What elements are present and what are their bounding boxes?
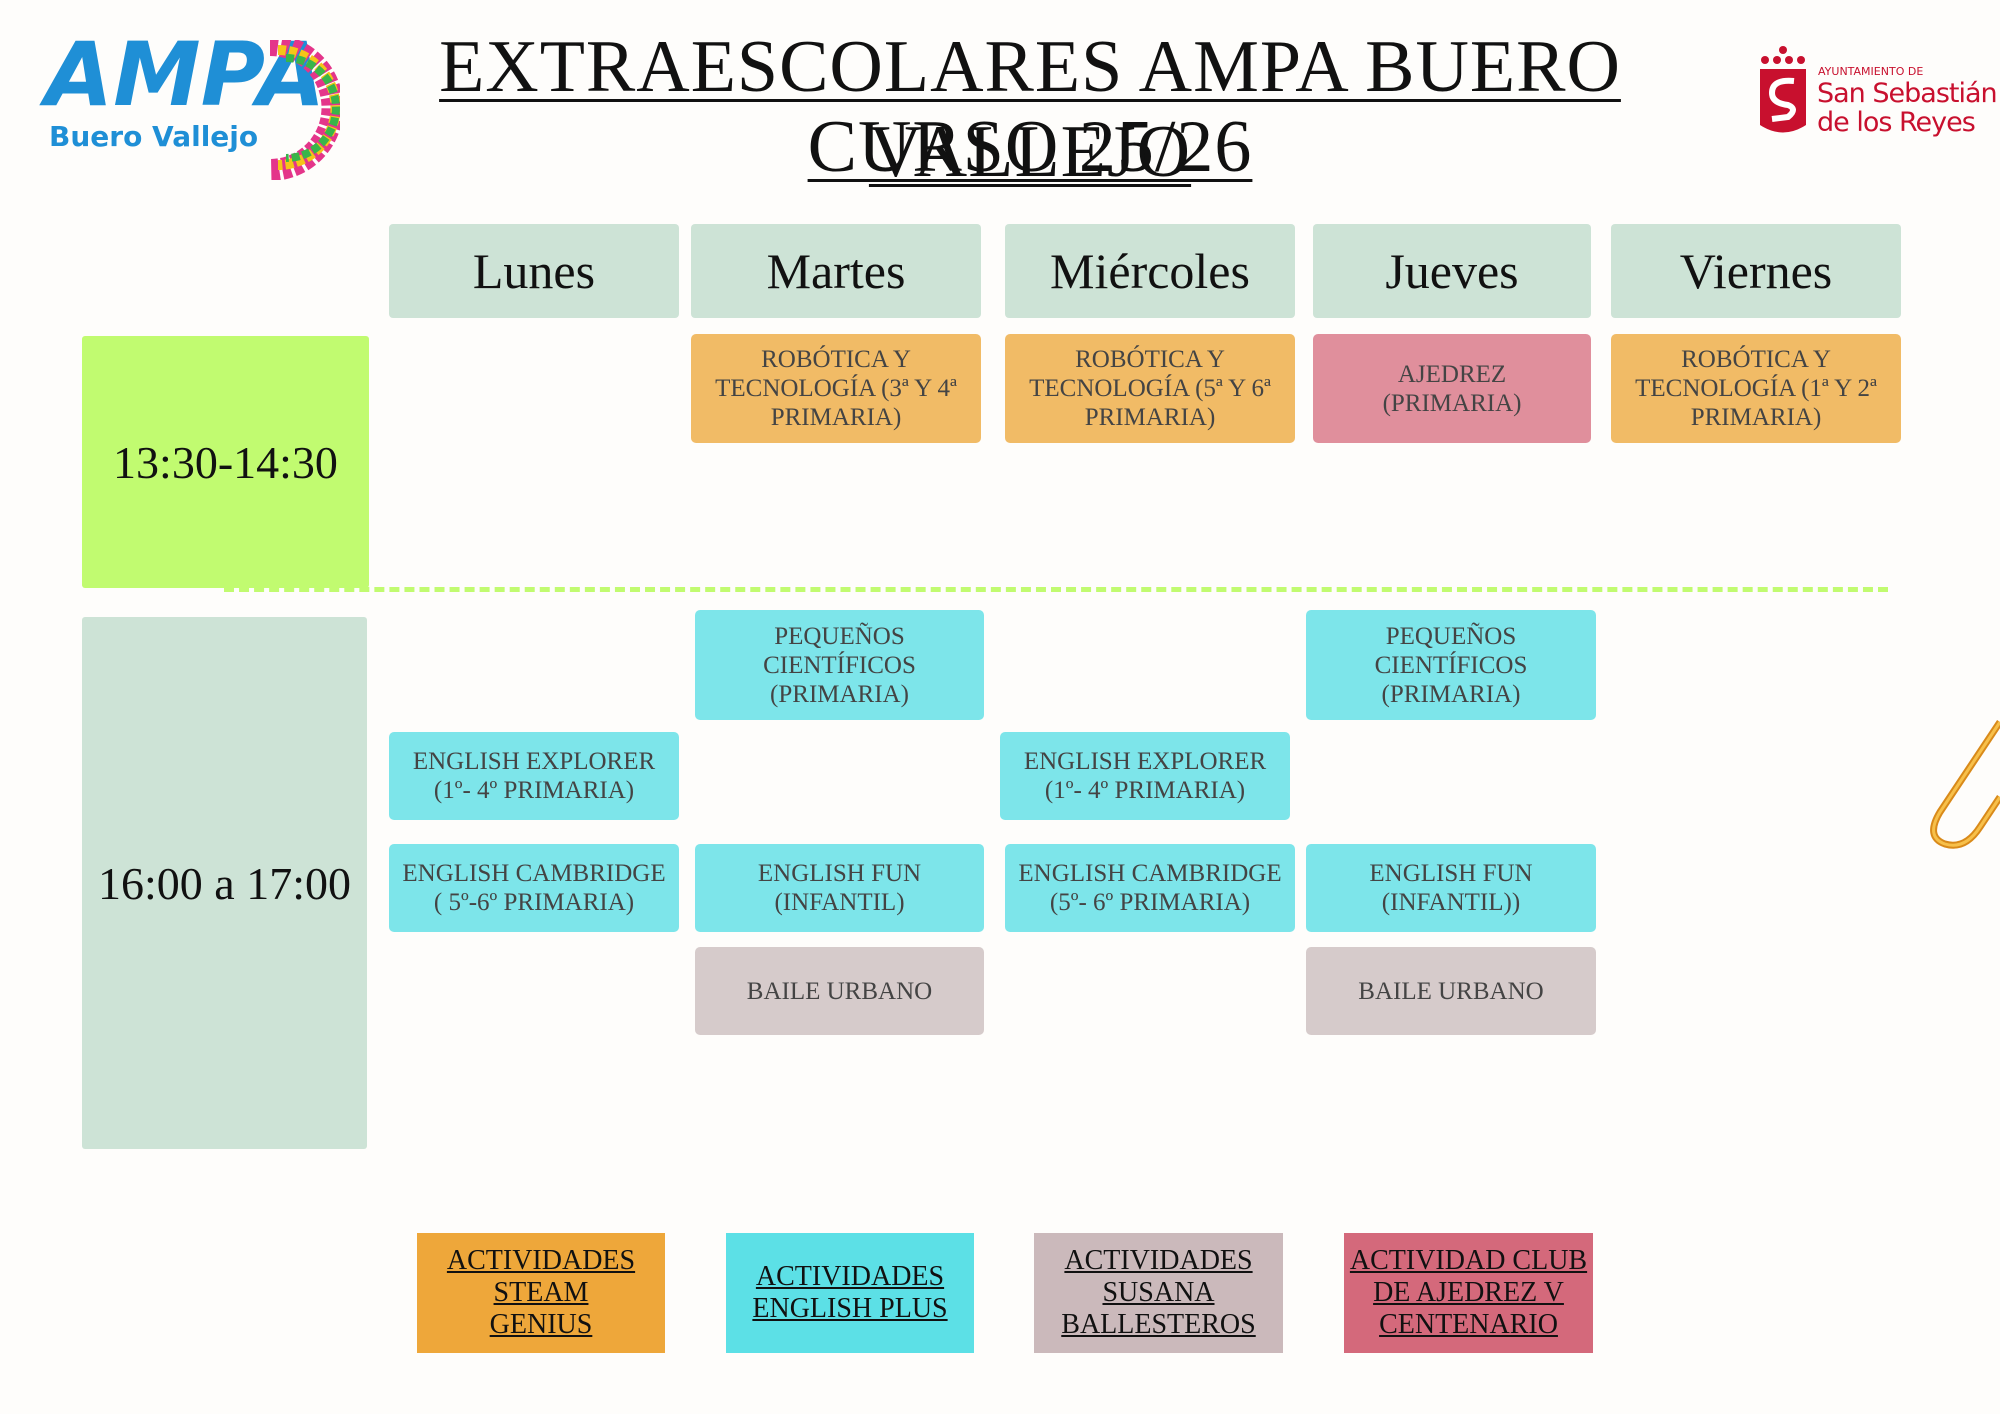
paperclip-icon — [1930, 720, 2000, 849]
activity-fun-jueves: ENGLISH FUN (INFANTIL)) — [1306, 844, 1596, 932]
slot-divider — [224, 587, 1888, 592]
ampa-logo: AMPA Buero Vallejo — [45, 23, 340, 180]
city-logo: AYUNTAMIENTO DE San Sebastián de los Rey… — [1755, 45, 2000, 145]
activity-baile-jueves: BAILE URBANO — [1306, 947, 1596, 1035]
activity-robotica-martes: ROBÓTICA Y TECNOLOGÍA (3ª Y 4ª PRIMARIA) — [691, 334, 981, 443]
activity-explorer-miercoles: ENGLISH EXPLORER (1º- 4º PRIMARIA) — [1000, 732, 1290, 820]
activity-ajedrez-jueves: AJEDREZ (PRIMARIA) — [1313, 334, 1591, 443]
city-shield-icon — [1760, 46, 1806, 133]
day-header-miercoles: Miércoles — [1005, 224, 1295, 318]
activity-robotica-viernes: ROBÓTICA Y TECNOLOGÍA (1ª Y 2ª PRIMARIA) — [1611, 334, 1901, 443]
city-logo-line1: San Sebastián — [1817, 78, 1998, 109]
activity-robotica-miercoles: ROBÓTICA Y TECNOLOGÍA (5ª Y 6ª PRIMARIA) — [1005, 334, 1295, 443]
rainbow-keys-icon — [269, 40, 340, 180]
activity-pequenos-martes: PEQUEÑOS CIENTÍFICOS (PRIMARIA) — [695, 610, 984, 720]
activity-explorer-lunes: ENGLISH EXPLORER (1º- 4º PRIMARIA) — [389, 732, 679, 820]
link-susana-ballesteros[interactable]: ACTIVIDADES SUSANA BALLESTEROS — [1034, 1233, 1283, 1353]
day-header-viernes: Viernes — [1611, 224, 1901, 318]
ampa-logo-name: AMPA — [45, 23, 326, 126]
city-logo-line2: de los Reyes — [1817, 107, 1976, 138]
link-club-ajedrez[interactable]: ACTIVIDAD CLUB DE AJEDREZ V CENTENARIO — [1344, 1233, 1593, 1353]
link-steam-genius[interactable]: ACTIVIDADES STEAM GENIUS — [417, 1233, 665, 1353]
activity-cambridge-miercoles: ENGLISH CAMBRIDGE (5º- 6º PRIMARIA) — [1005, 844, 1295, 932]
page-title-line1: EXTRAESCOLARES AMPA BUERO VALLEJO — [439, 26, 1621, 193]
time-slot-midday: 13:30-14:30 — [82, 336, 369, 588]
time-slot-afternoon: 16:00 a 17:00 — [82, 617, 367, 1149]
activity-cambridge-lunes: ENGLISH CAMBRIDGE ( 5º-6º PRIMARIA) — [389, 844, 679, 932]
day-header-jueves: Jueves — [1313, 224, 1591, 318]
activity-baile-martes: BAILE URBANO — [695, 947, 984, 1035]
ampa-logo-sub: Buero Vallejo — [49, 120, 259, 153]
city-logo-top: AYUNTAMIENTO DE — [1818, 65, 1924, 78]
day-header-lunes: Lunes — [389, 224, 679, 318]
page-title-line2: CURSO 25/26 — [807, 106, 1253, 188]
link-english-plus[interactable]: ACTIVIDADES ENGLISH PLUS — [726, 1233, 974, 1353]
activity-fun-martes: ENGLISH FUN (INFANTIL) — [695, 844, 984, 932]
activity-pequenos-jueves: PEQUEÑOS CIENTÍFICOS (PRIMARIA) — [1306, 610, 1596, 720]
day-header-martes: Martes — [691, 224, 981, 318]
